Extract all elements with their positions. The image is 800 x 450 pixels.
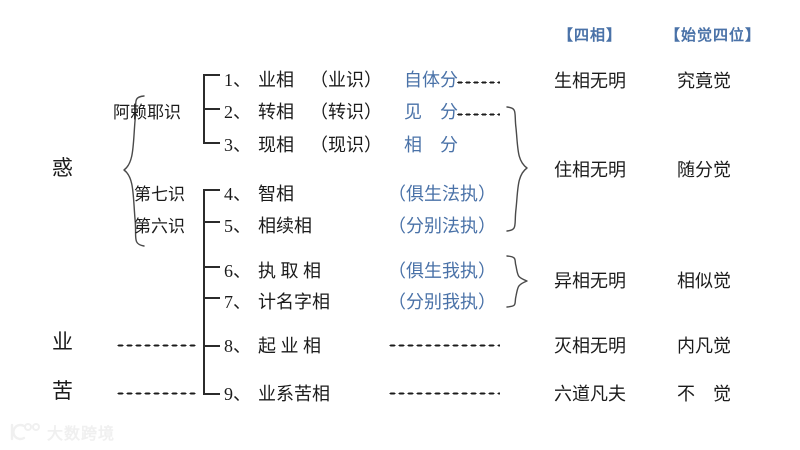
item-1-paren: （业识）: [310, 70, 382, 90]
leader-dots-2: [456, 113, 500, 116]
brace-zhu-xiang: [506, 106, 528, 232]
leader-dots-ku-left: [116, 392, 198, 395]
item-7-name: 计名字相: [258, 292, 330, 312]
watermark-text: 大数跨境: [47, 426, 116, 443]
item-3-paren: （现识）: [310, 135, 382, 155]
shijue-value-5: 不 觉: [677, 384, 731, 404]
brace-huo: [123, 95, 145, 247]
item-4-annotation: （俱生法执）: [388, 184, 496, 204]
sixiang-value-5: 六道凡夫: [554, 384, 626, 404]
item-8-number: 8、: [224, 336, 251, 356]
leader-dots-ye-left: [116, 344, 198, 347]
tree-branch-2: [203, 108, 220, 110]
tree-branch-1: [203, 74, 220, 76]
item-3-number: 3、: [224, 135, 251, 155]
shijue-value-1: 究竟觉: [677, 71, 731, 91]
tree-branch-6: [203, 266, 220, 268]
item-5-name: 相续相: [258, 216, 312, 236]
root-ku: 苦: [52, 379, 73, 403]
item-1-annotation: 自体分: [404, 70, 458, 90]
item-3-name: 现相: [258, 135, 294, 155]
root-huo: 惑: [52, 156, 73, 180]
item-6-number: 6、: [224, 261, 251, 281]
seventh-consciousness: 第七识: [134, 185, 185, 204]
shijue-value-2: 随分觉: [677, 160, 731, 180]
tree-branch-4: [203, 189, 220, 191]
item-7-annotation: （分别我执）: [388, 292, 496, 312]
sixiang-value-3: 异相无明: [554, 271, 626, 291]
item-4-number: 4、: [224, 184, 251, 204]
item-2-name: 转相: [258, 102, 294, 122]
brace-yi-xiang: [506, 255, 528, 308]
watermark-logo-icon: [10, 423, 40, 441]
item-2-number: 2、: [224, 102, 251, 122]
tree-branch-3: [203, 142, 220, 144]
header-sixiang: 【四相】: [558, 28, 623, 44]
item-1-number: 1、: [224, 70, 251, 90]
item-8-name: 起 业 相: [258, 336, 321, 356]
item-4-name: 智相: [258, 184, 294, 204]
item-6-name: 执 取 相: [258, 261, 321, 281]
watermark: 大数跨境: [8, 420, 115, 444]
item-3-annotation: 相 分: [404, 135, 458, 155]
root-ye: 业: [52, 330, 73, 354]
header-shijue: 【始觉四位】: [665, 28, 762, 44]
tree-spine-lower: [203, 189, 205, 393]
item-9-name: 业系苦相: [258, 384, 330, 404]
leader-dots-ye-right: [388, 344, 500, 347]
sixiang-value-4: 灭相无明: [554, 336, 626, 356]
sixiang-value-1: 生相无明: [554, 71, 626, 91]
tree-branch-8: [203, 345, 220, 347]
tree-branch-7: [203, 297, 220, 299]
item-7-number: 7、: [224, 292, 251, 312]
item-2-annotation: 见 分: [404, 102, 458, 122]
tree-branch-9: [203, 393, 220, 395]
item-1-name: 业相: [258, 70, 294, 90]
item-9-number: 9、: [224, 384, 251, 404]
sixiang-value-2: 住相无明: [554, 160, 626, 180]
sixth-consciousness: 第六识: [134, 217, 185, 236]
tree-branch-5: [203, 221, 220, 223]
item-5-number: 5、: [224, 216, 251, 236]
item-5-annotation: （分别法执）: [388, 216, 496, 236]
item-2-paren: （转识）: [310, 102, 382, 122]
shijue-value-4: 内凡觉: [677, 336, 731, 356]
leader-dots-1: [456, 81, 500, 84]
alaya-consciousness: 阿赖耶识: [113, 103, 181, 122]
item-6-annotation: （俱生我执）: [388, 261, 496, 281]
shijue-value-3: 相似觉: [677, 271, 731, 291]
leader-dots-ku-right: [388, 392, 500, 395]
